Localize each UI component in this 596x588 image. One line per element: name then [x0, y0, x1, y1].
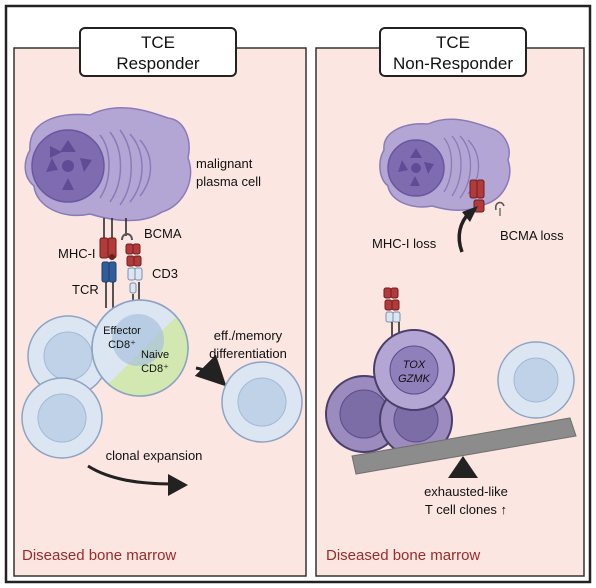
- seesaw-fulcrum: [448, 456, 478, 478]
- mhc-tcr-complex: [99, 218, 117, 308]
- cd3-label: CD3: [152, 266, 178, 281]
- tox-label: TOX: [403, 359, 426, 371]
- bcma-label: BCMA: [144, 226, 182, 241]
- seesaw: [351, 417, 577, 478]
- tcr-label: TCR: [72, 282, 99, 297]
- t-cell-lower: [21, 377, 103, 459]
- t-cell-right: [497, 341, 575, 419]
- clonal-expansion-label: clonal expansion: [106, 448, 203, 463]
- malignant-plasma-cell: [24, 107, 192, 222]
- right-title-box: TCE Non-Responder: [379, 27, 527, 77]
- right-panel: TCE Non-Responder MHC-I l: [315, 27, 585, 577]
- bcma-loss-label: BCMA loss: [500, 228, 564, 243]
- left-title-line2: Responder: [116, 54, 200, 73]
- left-footer-label: Diseased bone marrow: [22, 547, 176, 564]
- left-title-box: TCE Responder: [79, 27, 237, 77]
- gzmk-label: GZMK: [398, 373, 430, 385]
- effector-label-line1: Effector: [103, 325, 141, 337]
- exhausted-label-line2: T cell clones ↑: [425, 502, 507, 517]
- effector-naive-t-cell: [91, 299, 189, 397]
- naive-label-line1: Naive: [141, 349, 169, 361]
- naive-label-line2: CD8⁺: [141, 363, 169, 375]
- plasma-cell-nonresponder: [379, 118, 511, 216]
- internalization-arrow: [462, 206, 478, 222]
- right-title-line2: Non-Responder: [393, 54, 513, 73]
- differentiation-label-line1: eff./memory: [214, 328, 283, 343]
- right-footer-label: Diseased bone marrow: [326, 547, 480, 564]
- right-title-line1: TCE: [436, 33, 470, 52]
- plasma-cell-label-line1: malignant: [196, 156, 253, 171]
- left-title-line1: TCE: [141, 33, 175, 52]
- bcma-cd3-complex: [121, 218, 143, 308]
- memory-t-cell: [221, 361, 303, 443]
- plasma-cell-label-line2: plasma cell: [196, 174, 261, 189]
- mhc-label: MHC-I: [58, 246, 96, 261]
- differentiation-label-line2: differentiation: [209, 346, 287, 361]
- exhausted-cell-cluster: [325, 329, 455, 457]
- exhausted-label-line1: exhausted-like: [424, 484, 508, 499]
- cd3-receptor-nonresponder: [383, 287, 401, 338]
- effector-label-line2: CD8⁺: [108, 339, 136, 351]
- differentiation-arrow: [194, 354, 227, 387]
- mhc-loss-label: MHC-I loss: [372, 236, 437, 251]
- left-panel: TCE Responder malignant plasma cell: [13, 27, 307, 577]
- clonal-expansion-arrow: [168, 474, 188, 496]
